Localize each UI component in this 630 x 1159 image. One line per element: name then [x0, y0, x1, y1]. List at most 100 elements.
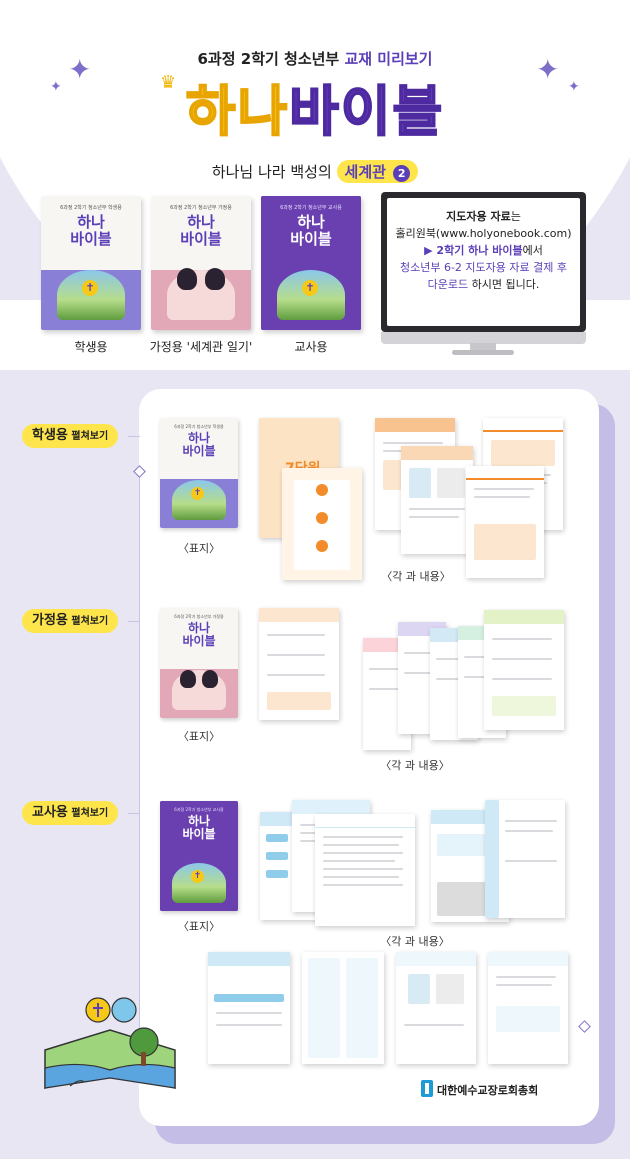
subtitle-number-badge: 2: [393, 165, 411, 182]
section-label-suffix: 펼쳐보기: [67, 616, 109, 627]
org-name: 대한예수교장로회총회: [437, 1084, 539, 1097]
open-book-illustration: [40, 990, 180, 1095]
family-diary-page: [259, 608, 339, 720]
book-caption-teacher: 교사용: [294, 340, 328, 354]
child-illustration: [202, 670, 218, 688]
sparkle-icon: ✦: [536, 53, 560, 86]
teacher-guide-page: [396, 952, 476, 1064]
book-caption-family: 가정용 '세계관 일기': [149, 340, 253, 354]
monitor-line2: 홀리원북(www.holyonebook.com): [395, 227, 572, 240]
headline-prefix: 6과정 2학기 청소년부: [197, 50, 345, 68]
monitor-line3-rest: 에서: [522, 244, 543, 257]
logo-part-hana: 하나: [185, 79, 290, 144]
sparkle-icon: ✦: [568, 79, 580, 95]
section-label-family: 가정용 펼쳐보기: [22, 609, 119, 633]
book-cover-small-text: 6과정 2학기 청소년부 가정용: [170, 205, 232, 211]
book-cover-title: 하나 바이블: [160, 622, 238, 648]
org-logo-icon: [421, 1080, 433, 1097]
student-cover-caption: 〈표지〉: [177, 542, 221, 555]
sparkle-icon: ✦: [68, 53, 92, 86]
section-label-suffix: 펼쳐보기: [67, 431, 109, 442]
student-lesson-page: [466, 466, 544, 578]
student-chapter-list-page: [282, 468, 362, 580]
subtitle-pill: 세계관 2: [336, 160, 419, 183]
section-connector: [128, 621, 140, 622]
book-cover-title: 하나 바이블: [160, 815, 238, 841]
logo-part-bible: 바이블: [288, 79, 445, 144]
sparkle-icon: ✦: [50, 79, 62, 95]
book-cover-title: 하나 바이블: [151, 214, 251, 248]
book-cover-teacher: 6과정 2학기 청소년부 교사용 하나 바이블 ✝: [261, 196, 361, 330]
subtitle-prefix: 하나님 나라 백성의: [211, 163, 337, 181]
section-connector: [128, 813, 140, 814]
child-illustration: [177, 268, 197, 290]
book-caption-student: 학생용: [74, 340, 108, 354]
section-connector: [128, 436, 140, 437]
monitor-chin: [381, 332, 586, 344]
book-title-line1: 하나: [187, 431, 211, 445]
book-cover-family: 6과정 2학기 청소년부 가정용 하나 바이블: [151, 196, 251, 330]
book-title-line1: 하나: [297, 213, 325, 231]
child-illustration: [180, 670, 196, 688]
book-title-line2: 바이블: [70, 230, 112, 248]
headline-highlight: 교재 미리보기: [344, 50, 433, 68]
timeline-line: [139, 470, 140, 1070]
crown-icon: ♛: [160, 72, 177, 93]
book-cover-title: 하나 바이블: [261, 214, 361, 248]
monitor-line5-rest: 하시면 됩니다.: [468, 278, 540, 291]
cross-icon: ✝: [82, 280, 98, 296]
monitor-line1-bold: 지도자용 자료: [446, 210, 511, 223]
child-illustration: [205, 268, 225, 290]
monitor-graphic: 지도자용 자료는 홀리원북(www.holyonebook.com) ▶ 2학기…: [381, 192, 586, 344]
teacher-cover-caption: 〈표지〉: [177, 920, 221, 933]
monitor-line1-rest: 는: [510, 210, 521, 223]
family-cover-thumbnail: 6과정 2학기 청소년부 가정용 하나 바이블: [160, 608, 238, 718]
teacher-cover-thumbnail: 6과정 2학기 청소년부 교사용 하나 바이블 ✝: [160, 801, 238, 911]
book-cover-small-text: 6과정 2학기 청소년부 교사용: [280, 205, 342, 211]
section-label-text: 학생용: [32, 428, 68, 443]
book-title-line1: 하나: [187, 621, 211, 635]
monitor-line5-purple: 다운로드: [427, 278, 469, 291]
section-label-text: 교사용: [32, 805, 68, 820]
section-label-teacher: 교사용 펼쳐보기: [22, 801, 119, 825]
monitor-line4: 청소년부 6-2 지도자용 자료 결제 후: [399, 261, 567, 274]
landscape-illustration: [172, 863, 226, 903]
teacher-guide-page: [485, 800, 565, 918]
monitor-line3-bold: ▶ 2학기 하나 바이블: [424, 244, 523, 257]
book-title-line2: 바이블: [182, 634, 216, 648]
teacher-guide-page: [315, 814, 415, 926]
book-title-line2: 바이블: [180, 230, 222, 248]
logo: 하나바이블: [0, 79, 630, 144]
subtitle-pill-text: 세계관: [344, 163, 386, 181]
section-label-student: 학생용 펼쳐보기: [22, 424, 119, 448]
student-cover-thumbnail: 6과정 2학기 청소년부 학생용 하나 바이블 ✝: [160, 418, 238, 528]
teacher-guide-page: [488, 952, 568, 1064]
family-content-caption: 〈각 과 내용〉: [380, 759, 450, 772]
cross-icon: ✝: [191, 870, 204, 883]
student-content-caption: 〈각 과 내용〉: [381, 570, 451, 583]
cross-icon: ✝: [191, 487, 204, 500]
book-title-line2: 바이블: [290, 230, 332, 248]
book-cover-title: 하나 바이블: [160, 432, 238, 458]
monitor-screen: 지도자용 자료는 홀리원북(www.holyonebook.com) ▶ 2학기…: [387, 198, 580, 326]
book-title-line1: 하나: [77, 213, 105, 231]
book-title-line2: 바이블: [182, 827, 216, 841]
section-label-suffix: 펼쳐보기: [67, 808, 109, 819]
book-title-line1: 하나: [187, 213, 215, 231]
teacher-content-caption: 〈각 과 내용〉: [380, 935, 450, 948]
book-cover-small-text: 6과정 2학기 청소년부 가정용: [174, 614, 224, 619]
monitor-stand-base: [452, 350, 514, 355]
landscape-illustration: [172, 480, 226, 520]
monitor-stand: [470, 343, 496, 351]
section-label-text: 가정용: [32, 613, 68, 628]
book-cover-small-text: 6과정 2학기 청소년부 학생용: [174, 424, 224, 429]
teacher-guide-page: [208, 952, 290, 1064]
student-lesson-page: [401, 446, 473, 554]
teacher-guide-page: [302, 952, 384, 1064]
book-title-line2: 바이블: [182, 444, 216, 458]
headline: 6과정 2학기 청소년부 교재 미리보기: [0, 48, 630, 69]
family-diary-page: [484, 610, 564, 730]
cross-icon: ✝: [302, 280, 318, 296]
book-cover-title: 하나 바이블: [41, 214, 141, 248]
